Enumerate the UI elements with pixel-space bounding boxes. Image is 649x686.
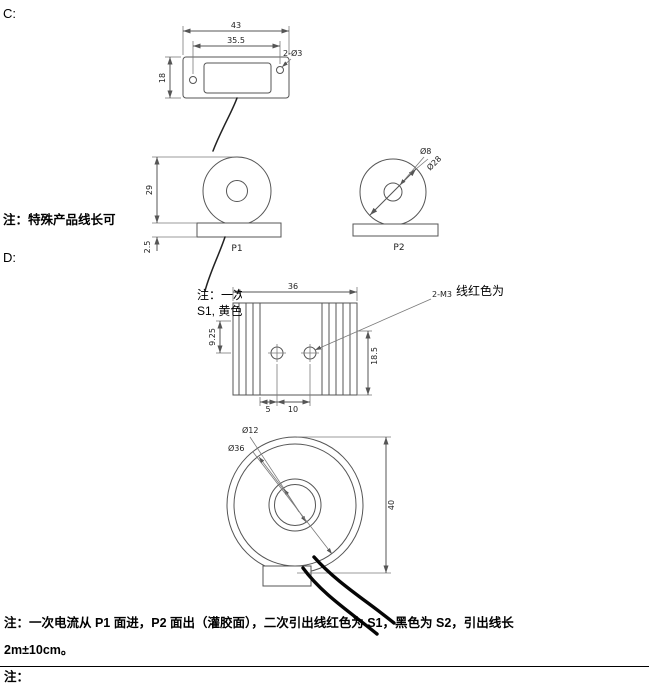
- dim-p2-hole: Ø8: [420, 146, 431, 156]
- dim-right-height: 18.5: [370, 347, 379, 365]
- lead-wire: [204, 236, 226, 292]
- dim-d-width: 36: [288, 282, 298, 291]
- c-front-view-p1: 29 2.5 P1: [143, 156, 282, 292]
- dim-inner-hole: Ø12: [242, 425, 258, 435]
- table-border-line: [0, 666, 649, 667]
- c-top-view-drawing: 43 35.5 18 2-Ø3: [158, 21, 302, 152]
- section-d-label: D:: [3, 250, 16, 265]
- bottom-note-line1: 注：一次电流从 P1 面进，P2 面出（灌胶面），二次引出线红色为 S1，黑色为…: [4, 616, 514, 630]
- d-top-view-drawing: 36 2-M3 9.25 18.5 5 10: [208, 282, 452, 414]
- note-c: 注：特殊产品线长可: [3, 213, 116, 227]
- thread-callout: 2-M3: [432, 290, 452, 299]
- dim-hole-spacing: 35.5: [227, 36, 245, 45]
- p1-label: P1: [231, 244, 242, 254]
- dim-hole-offset-y: 9.25: [208, 328, 217, 346]
- secondary-wire-2: [312, 555, 396, 625]
- note-d-fragment-1: 注：一次: [197, 288, 242, 302]
- dim-hole-offset-x: 5: [265, 405, 270, 414]
- dim-inner-ring: Ø36: [228, 443, 244, 453]
- dim-outer-height: 40: [387, 500, 396, 510]
- section-c-label: C:: [3, 6, 16, 21]
- hole-callout: 2-Ø3: [283, 48, 302, 58]
- lead-wire: [212, 97, 238, 152]
- dim-p1-height: 29: [145, 185, 154, 195]
- dim-height: 18: [158, 73, 167, 83]
- bottom-note-line2: 2m±10cm。: [4, 643, 74, 657]
- dim-p1-base: 2.5: [143, 241, 152, 254]
- p2-label: P2: [393, 243, 404, 253]
- dim-outer-width: 43: [231, 21, 241, 30]
- note-d-fragment-3: 线红色为: [456, 284, 505, 298]
- note-d-fragment-2: S1, 黄色: [197, 304, 243, 318]
- dim-p2-outer: Ø28: [425, 154, 444, 173]
- d-front-view-drawing: Ø12 Ø36 40: [226, 425, 396, 636]
- dim-d-hole-spacing: 10: [288, 405, 298, 414]
- c-front-view-p2: Ø28 Ø8 P2: [352, 146, 444, 253]
- secondary-wire-1: [301, 566, 379, 636]
